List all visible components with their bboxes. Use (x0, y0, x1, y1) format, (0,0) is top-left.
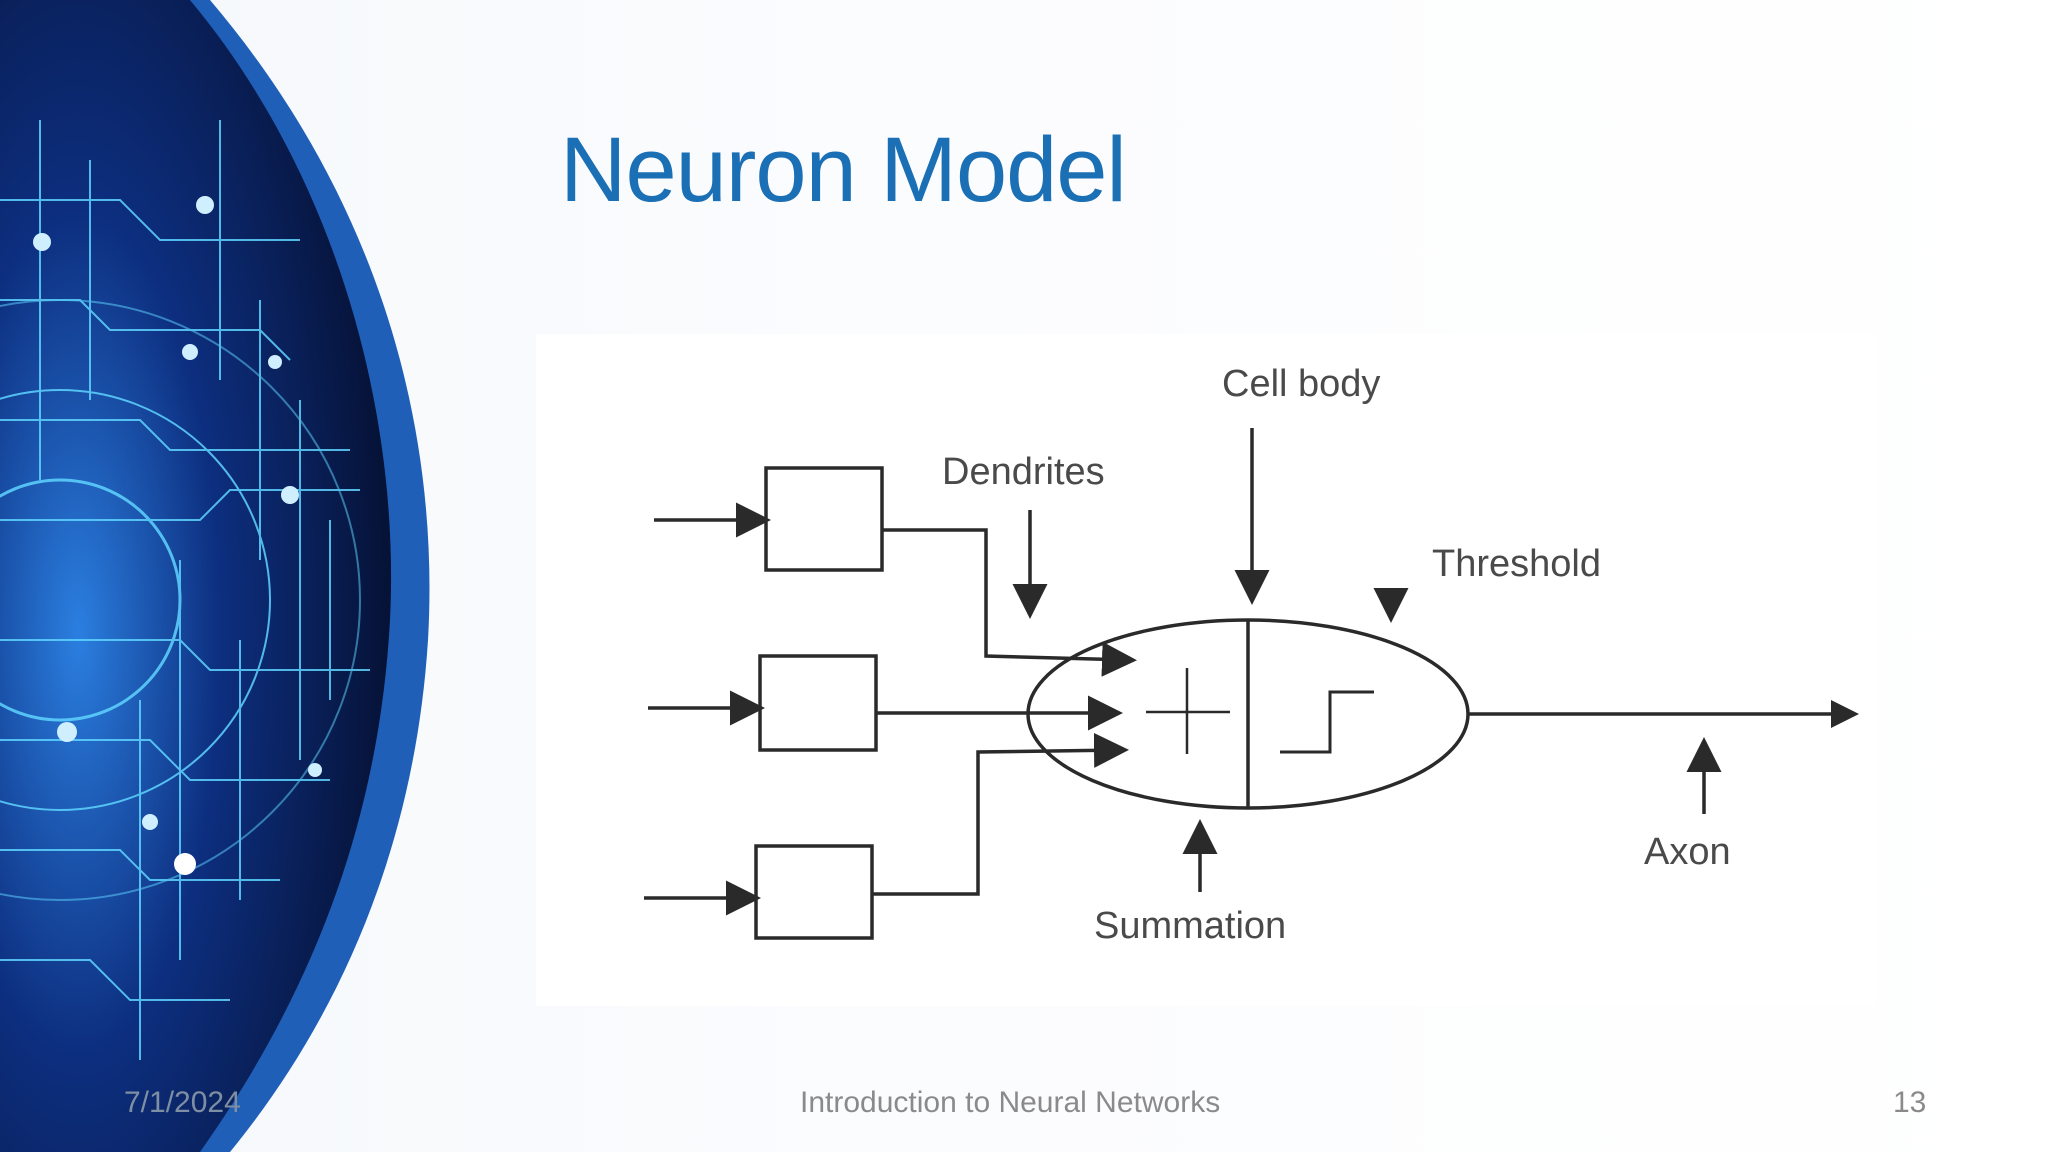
dendrite-line-1 (882, 528, 1137, 677)
dendrite-line-3 (872, 732, 1129, 896)
footer-date: 7/1/2024 (124, 1086, 241, 1119)
input-box-1 (764, 466, 884, 572)
inner-globe (0, 0, 392, 1152)
summation-label: Summation (1094, 905, 1286, 947)
neuron-diagram-svg: Cell body Dendrites Threshold Summation … (644, 363, 1859, 947)
slide-number: 13 (1893, 1086, 1927, 1119)
threshold-step-icon (1280, 690, 1374, 754)
input-box-2 (758, 654, 878, 752)
input-box-3 (754, 844, 874, 940)
cell-body-label: Cell body (1222, 363, 1380, 405)
circuit-globe-image (0, 0, 430, 1152)
footer-title: Introduction to Neural Networks (800, 1086, 1221, 1119)
neuron-model-diagram: Cell body Dendrites Threshold Summation … (536, 334, 1876, 1006)
axon-label: Axon (1644, 831, 1731, 873)
page-title: Neuron Model (560, 119, 1127, 221)
threshold-label: Threshold (1432, 543, 1601, 585)
dendrites-label: Dendrites (942, 451, 1105, 493)
